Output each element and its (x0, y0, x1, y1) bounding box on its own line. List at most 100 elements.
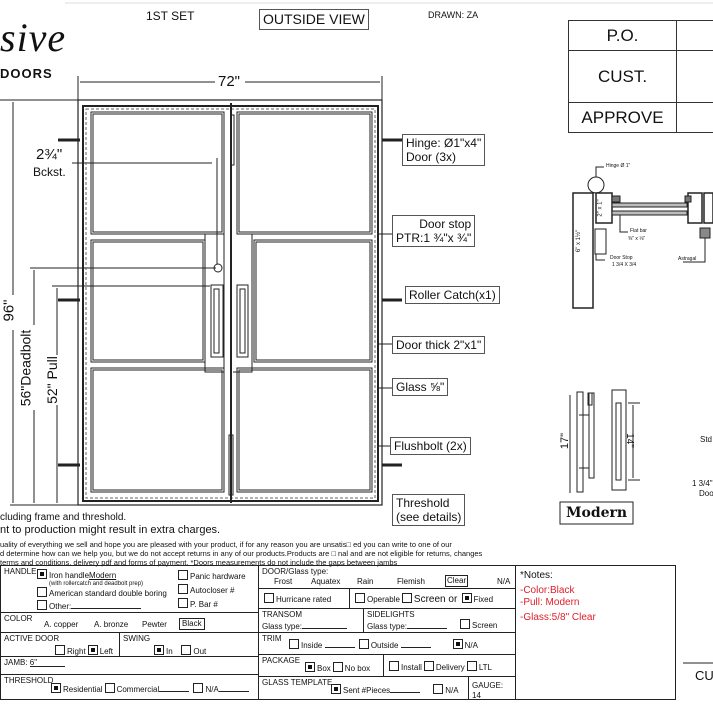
gauge: GAUGE: 14 (468, 676, 516, 700)
backset-dimension: 2¾" (36, 146, 63, 163)
glass-option[interactable]: Flemish (397, 577, 426, 586)
section-astragal: Astragal (678, 256, 697, 262)
glass-type-section: DOOR/Glass type: Frost Aquatex Rain Flem… (258, 565, 516, 589)
handle-style-label: Modern (566, 505, 628, 521)
disclaimer-line: nt to production might result in extra c… (0, 524, 221, 536)
disclaimer-line: uality of everything we sell and hope yo… (0, 540, 452, 549)
operable-checkbox[interactable] (355, 593, 365, 603)
left-checkbox[interactable] (87, 645, 98, 655)
deadbolt-dimension: 56"Deadbolt (17, 329, 34, 407)
view-label: OUTSIDE VIEW (259, 9, 369, 30)
color-option[interactable]: Pewter (142, 620, 167, 629)
hinge-callout: Hinge: Ø1"x4"Door (3x) (402, 134, 486, 166)
swing-out-checkbox[interactable] (181, 645, 192, 655)
trim-inside-checkbox[interactable] (289, 639, 299, 649)
handle-height: 17" (559, 432, 572, 450)
delivery-checkbox[interactable] (423, 661, 434, 671)
pull-dimension: 52" Pull (43, 356, 60, 404)
disclaimer-line: cluding frame and threshold. (0, 512, 127, 523)
install-checkbox[interactable] (389, 661, 399, 671)
section-flat-bar-size: ⅜" x ⅛" (628, 236, 646, 242)
glass-option-selected[interactable]: Clear (445, 575, 469, 587)
logo-subtitle: DOORS (0, 66, 53, 81)
hurricane-section: Hurricane rated (258, 588, 350, 609)
door-label: Doo (699, 489, 713, 498)
handle-grip: 14" (623, 433, 635, 448)
backset-label: Bckst. (33, 165, 66, 179)
box-checkbox[interactable] (305, 662, 315, 672)
width-dimension: 72" (218, 73, 241, 90)
trim-na-checkbox[interactable] (452, 639, 463, 649)
jamb-section: JAMB: 6" (0, 656, 259, 675)
glass-option[interactable]: Frost (274, 577, 293, 586)
panic-hardware-checkbox[interactable] (178, 570, 188, 580)
fixed-checkbox[interactable] (461, 593, 472, 603)
logo: sive (0, 15, 67, 60)
swing-in-checkbox[interactable] (154, 645, 164, 655)
set-label: 1ST SET (146, 9, 195, 23)
color-section: COLOR A. copper A. bronze Pewter Black (0, 612, 259, 633)
color-option[interactable]: A. bronze (94, 620, 129, 629)
customer-signature-label: CU (695, 668, 713, 683)
color-option[interactable]: A. copper (44, 620, 79, 629)
cust-label: CUST. (568, 50, 677, 103)
drawn-by: DRAWN: ZA (428, 10, 479, 20)
residential-checkbox[interactable] (51, 683, 61, 693)
other-handle-checkbox[interactable] (37, 600, 47, 610)
american-boring-checkbox[interactable] (37, 587, 47, 597)
po-value[interactable] (676, 20, 713, 51)
jamb-input[interactable]: 6" (29, 658, 65, 667)
threshold-callout: Threshold(see details) (392, 494, 466, 526)
cust-value[interactable] (676, 50, 713, 103)
threshold-na-checkbox[interactable] (193, 683, 204, 693)
color-option-selected[interactable]: Black (179, 618, 205, 630)
commercial-checkbox[interactable] (104, 683, 115, 693)
glass-option[interactable]: Aquatex (311, 577, 341, 586)
glass-callout: Glass ⅝" (392, 378, 449, 396)
approve-label: APPROVE (568, 102, 677, 133)
handle-section: HANDLE Iron handleModern (with rollercat… (0, 565, 259, 613)
no-box-checkbox[interactable] (332, 662, 343, 672)
swing-section: SWING In Out (119, 632, 259, 657)
screen-checkbox[interactable] (401, 593, 412, 603)
glass-option[interactable]: Rain (357, 577, 374, 586)
hurricane-checkbox[interactable] (264, 593, 274, 603)
door-thick-callout: Door thick 2"x1" (392, 336, 486, 354)
p-bar-checkbox[interactable] (178, 598, 188, 608)
section-hinge: Hinge Ø 1" (606, 163, 631, 169)
glass-option[interactable]: N/A (497, 577, 511, 586)
ltl-checkbox[interactable] (466, 661, 477, 671)
template-sent-checkbox[interactable] (331, 684, 341, 694)
door-depth-label: 1 3/4" (692, 479, 713, 488)
autocloser-checkbox[interactable] (178, 584, 188, 594)
sidelight-screen-checkbox[interactable] (460, 619, 470, 629)
notes-box: *Notes: -Color:Black -Pull: Modern -Glas… (515, 565, 676, 700)
disclaimer-line: terms and conditions, delivery pdf and f… (0, 558, 398, 567)
section-flat-bar: Flat bar (630, 228, 647, 234)
trim-outside-checkbox[interactable] (358, 639, 369, 649)
section-tube: 2" x 1" (597, 199, 604, 217)
approve-value[interactable] (676, 102, 713, 133)
section-door-stop: Door Stop (610, 255, 633, 261)
iron-handle-checkbox[interactable] (37, 569, 47, 579)
po-label: P.O. (568, 20, 677, 51)
height-dimension: 96" (0, 299, 18, 322)
section-jamb: 6" x 1½" (576, 229, 583, 253)
std-label: Std (700, 435, 713, 444)
disclaimer-line: d determine how can we help you, but we … (0, 549, 483, 558)
flushbolt-callout: Flushbolt (2x) (390, 437, 471, 455)
template-na-checkbox[interactable] (433, 684, 444, 694)
section-door-stop-size: 1 3/4 X 3/4 (612, 262, 637, 268)
right-checkbox[interactable] (55, 645, 65, 655)
